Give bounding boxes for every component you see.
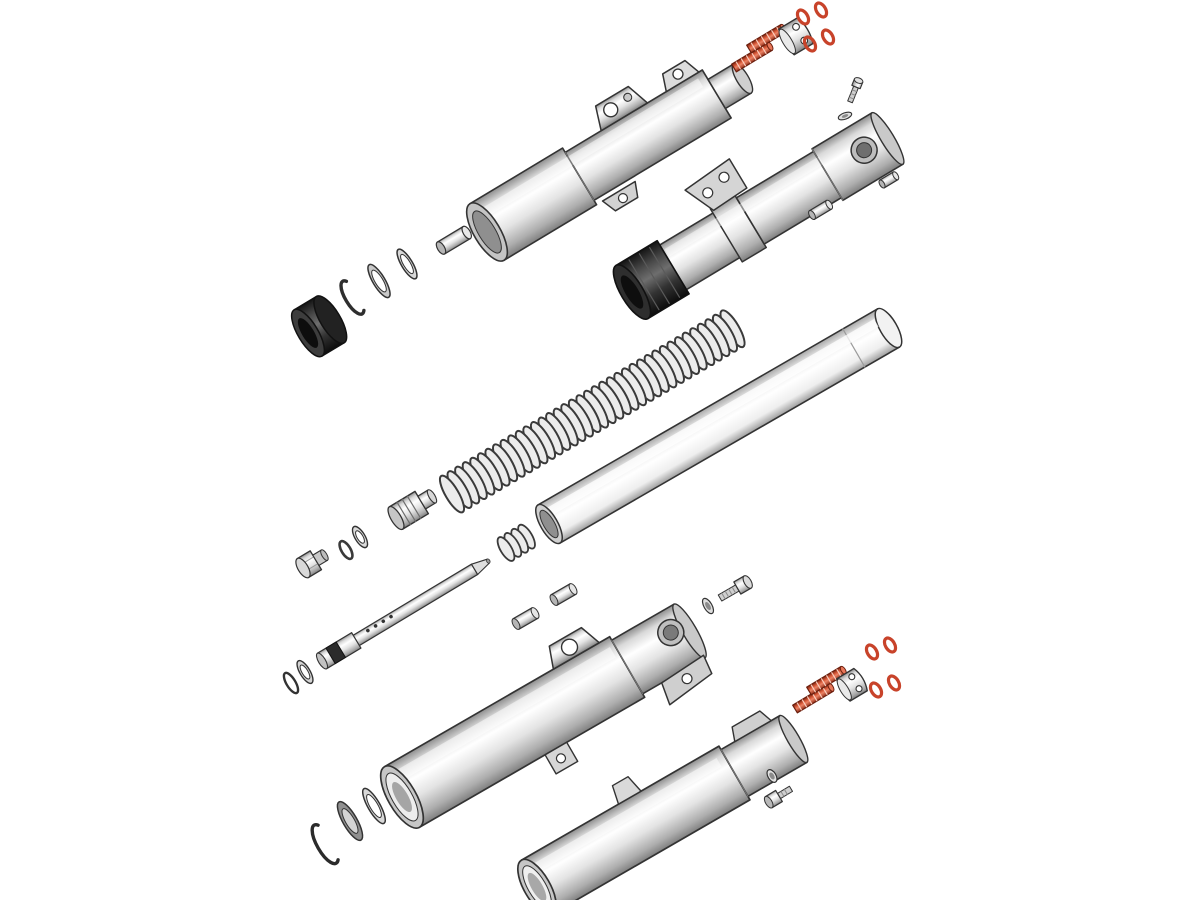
part-main-spring	[438, 309, 746, 514]
part-inner-tube	[535, 307, 903, 545]
part-damper-rod	[315, 558, 491, 670]
part-washer-upper-2	[367, 263, 391, 299]
part-drain-screw	[763, 785, 794, 809]
part-seat-washer	[351, 525, 369, 549]
dowel-pin	[549, 583, 578, 606]
oil-hole	[381, 619, 386, 624]
lug-hole	[617, 193, 629, 204]
mount-bracket	[684, 158, 748, 212]
dowel-pin	[878, 171, 900, 189]
part-upper-fork-tube-right	[612, 111, 905, 320]
clamp-boss	[731, 710, 772, 743]
o-ring	[864, 643, 880, 661]
spring-coil	[476, 452, 503, 492]
part-axle-bolt	[717, 575, 753, 602]
part-washer-upper-1	[396, 248, 418, 280]
part-snap-ring-upper	[339, 279, 366, 316]
o-ring	[795, 8, 811, 26]
oil-hole	[366, 628, 370, 633]
part-dowel-pins-upper	[808, 171, 900, 220]
oil-hole	[373, 624, 378, 628]
part-drain-washer	[766, 769, 778, 783]
tube-bore	[539, 509, 559, 539]
part-axle-washer	[701, 597, 715, 615]
spring-coil	[567, 398, 594, 438]
spring-coil	[496, 536, 516, 562]
o-ring	[820, 28, 836, 46]
mount-lug	[594, 85, 649, 132]
part-seal-clip	[310, 823, 340, 866]
part-lower-slider-left	[379, 603, 713, 829]
spring-coil	[575, 394, 602, 433]
part-dowel-pins-lower	[511, 583, 578, 630]
spring-coil	[613, 371, 640, 411]
spring-coil	[461, 461, 488, 500]
o-ring	[813, 1, 829, 19]
part-seat-ring	[338, 539, 354, 561]
spring-coil	[666, 340, 693, 380]
tube-highlight	[483, 78, 704, 216]
part-o-rings-upper	[795, 1, 836, 53]
part-rebound-spring	[496, 523, 536, 562]
part-rubber-dust-cap	[290, 295, 348, 358]
clamp-hole	[855, 685, 863, 693]
dowel-pin	[808, 199, 834, 220]
spring-coil	[704, 318, 731, 358]
clamp-hole	[792, 22, 800, 31]
lug-hole-small	[623, 92, 633, 102]
part-hex-bolt	[295, 549, 329, 579]
o-ring	[868, 681, 884, 699]
part-top-washer	[837, 111, 853, 121]
tube-bore	[472, 210, 502, 254]
part-clamp-studs-lower	[792, 665, 847, 714]
top-tab	[611, 775, 642, 805]
lug-hole	[672, 68, 684, 80]
o-ring	[802, 35, 818, 53]
part-clamp-cap-lower	[836, 667, 868, 702]
part-guide-pin	[435, 225, 473, 255]
part-spring-seat	[387, 489, 438, 531]
part-upper-fork-tube-left	[465, 59, 754, 262]
spring-coil	[438, 474, 466, 514]
spring-coil	[696, 322, 723, 362]
bracket-hole	[718, 171, 730, 183]
part-o-rings-lower	[864, 636, 902, 699]
lug-hole	[603, 102, 619, 118]
part-damper-washer	[296, 659, 314, 685]
part-top-screw	[847, 77, 864, 104]
spring-coil	[583, 389, 610, 429]
part-backup-ring	[361, 787, 387, 825]
o-ring	[886, 674, 902, 692]
spring-coil	[560, 403, 587, 442]
spring-coil	[514, 429, 541, 469]
piston-ring	[325, 641, 346, 665]
clamp-hole	[848, 673, 856, 681]
o-ring	[882, 636, 898, 654]
spring-coil	[620, 367, 648, 407]
part-oil-seal	[336, 800, 364, 842]
oil-hole	[389, 614, 393, 619]
tab-hole	[555, 753, 567, 764]
spring-coil	[681, 331, 708, 371]
clamp-stud	[806, 665, 847, 696]
spring-coil	[605, 376, 632, 416]
lug-hole	[560, 638, 579, 656]
spring-coil	[590, 385, 617, 425]
part-damper-ring	[282, 671, 300, 695]
part-lower-slider-right	[516, 710, 809, 900]
dowel-pin	[511, 607, 540, 630]
clamp-hole	[681, 673, 693, 685]
spring-coil	[658, 345, 685, 384]
bracket-hole	[702, 187, 714, 199]
spring-coil	[628, 362, 655, 402]
